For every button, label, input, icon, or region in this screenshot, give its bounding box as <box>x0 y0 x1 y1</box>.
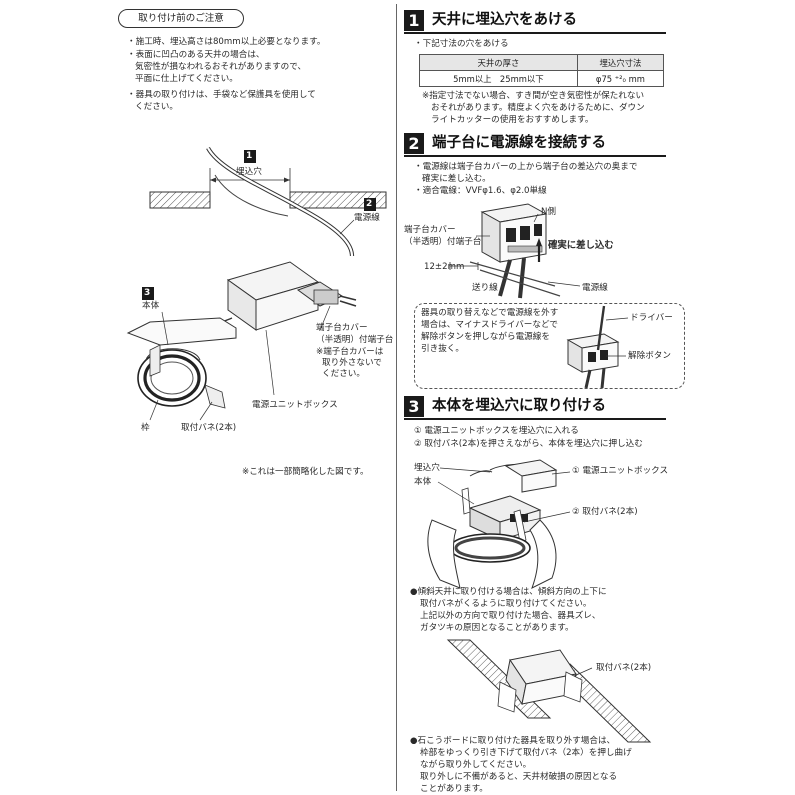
hole-size-table: 天井の厚さ 埋込穴寸法 5mm以上 25mm以下 φ75 ⁺²₀ mm <box>419 54 665 87</box>
step1-note: おそれがあります。精度よく穴をあけるために、ダウン <box>431 103 645 113</box>
label-hole: 埋込穴 <box>414 463 440 473</box>
caution-title: 取り付け前のご注意 <box>118 9 244 28</box>
slope-note-line: ●傾斜天井に取り付ける場合は、傾斜方向の上下に <box>410 587 607 597</box>
step3-title: 本体を埋込穴に取り付ける <box>432 398 606 414</box>
column-divider <box>396 4 398 791</box>
removal-line: ●石こうボードに取り付けた器具を取り外す場合は、 <box>410 736 616 746</box>
caution-line: ・施工時、埋込高さは80mm以上必要となります。 <box>127 37 326 47</box>
slope-note-line: 取付バネがくるように取り付けてください。 <box>420 599 592 609</box>
label-unitbox: ① 電源ユニットボックス <box>572 466 669 476</box>
step3-underline <box>404 418 666 420</box>
label-power-wire: 電源線 <box>582 283 608 293</box>
removal-note-line: 場合は、マイナスドライバーなどで <box>421 320 558 330</box>
slope-note-line: 上記以外の方向で取り付けた場合、器具ズレ、 <box>420 611 601 621</box>
removal-line: ことがあります。 <box>420 784 488 794</box>
label-spring: ② 取付バネ(2本) <box>572 507 638 517</box>
label-n-side: N側 <box>541 207 557 217</box>
label-body: 本体 <box>142 301 160 311</box>
step2-line: 確実に差し込む。 <box>422 174 491 184</box>
label-terminal: （半透明）付端子台 <box>404 237 482 247</box>
step2-number: 2 <box>404 133 424 154</box>
step1-underline <box>404 32 666 34</box>
step3-instruction: ② 取付バネ(2本)を押さえながら、本体を埋込穴に押し込む <box>414 439 643 449</box>
removal-line: 取り外しに不備があると、天井材破損の原因となる <box>420 772 618 782</box>
badge-3: 3 <box>144 288 151 298</box>
caution-line: ・表面に凹凸のある天井の場合は、 <box>127 50 265 60</box>
label-terminal: （半透明）付端子台 <box>316 335 394 345</box>
step1-title: 天井に埋込穴をあける <box>432 12 577 28</box>
label-terminal: 端子台カバー <box>316 323 368 333</box>
label-body: 本体 <box>414 477 432 487</box>
label-driver: ドライバー <box>630 313 673 323</box>
label-cable: 電源線 <box>354 213 380 223</box>
label-release-button: 解除ボタン <box>628 351 671 361</box>
label-unitbox: 電源ユニットボックス <box>252 400 338 410</box>
label-terminal-note: ※端子台カバーは <box>316 347 384 357</box>
label-terminal: 端子台カバー <box>404 225 456 235</box>
removal-note-line: 引き抜く。 <box>421 344 464 354</box>
label-spring: 取付バネ(2本) <box>596 663 652 673</box>
caution-line: ・器具の取り付けは、手袋など保護具を使用して <box>127 90 316 100</box>
removal-note-line: 解除ボタンを押しながら電源線を <box>421 332 550 342</box>
note-simplified: ※これは一部簡略化した図です。 <box>242 467 369 477</box>
removal-note-line: 器具の取り替えなどで電源線を外す <box>421 308 559 318</box>
step2-title: 端子台に電源線を接続する <box>432 135 606 151</box>
table-header: 埋込穴寸法 <box>576 54 665 71</box>
step2-line: ・電源線は端子台カバーの上から端子台の差込穴の奥まで <box>414 162 638 172</box>
step2-underline <box>404 155 666 157</box>
step1-number: 1 <box>404 10 424 31</box>
table-cell: 5mm以上 25mm以下 <box>419 70 578 87</box>
table-cell: φ75 ⁺²₀ mm <box>576 70 665 87</box>
label-hole: 埋込穴 <box>236 167 262 177</box>
badge-1: 1 <box>246 151 253 161</box>
step2-heading: 2 端子台に電源線を接続する <box>404 133 666 157</box>
step2-line: ・適合電線：VVFφ1.6、φ2.0単線 <box>414 186 547 196</box>
removal-line: 枠部をゆっくり引き下げて取付バネ（2本）を押し曲げ <box>420 748 632 758</box>
label-spring: 取付バネ(2本) <box>181 423 237 433</box>
label-terminal-note: 取り外さないで <box>322 358 382 368</box>
slope-note-line: ガタツキの原因となることがあります。 <box>420 623 574 633</box>
label-feed-wire: 送り線 <box>472 283 498 293</box>
step1-note: ライトカッターの使用をおすすめします。 <box>431 115 594 125</box>
step3-heading: 3 本体を埋込穴に取り付ける <box>404 396 666 420</box>
step1-intro: ・下記寸法の穴をあける <box>414 39 509 49</box>
label-insert-firmly: 確実に差し込む <box>548 240 614 251</box>
step1-heading: 1 天井に埋込穴をあける <box>404 10 666 34</box>
label-terminal-note: ください。 <box>322 369 365 379</box>
removal-line: ながら取り外してください。 <box>420 760 532 770</box>
step1-note: ※指定寸法でない場合、すき間が空き気密性が保たれない <box>422 91 645 101</box>
caution-line: 気密性が損なわれるおそれがありますので、 <box>135 62 307 72</box>
removal-note-box <box>414 303 685 389</box>
badge-2: 2 <box>366 199 373 209</box>
label-frame: 枠 <box>141 423 150 433</box>
label-strip-length: 12±2mm <box>424 262 465 272</box>
caution-line: 平面に仕上げてください。 <box>135 74 238 84</box>
caution-line: ください。 <box>135 102 178 112</box>
step3-instruction: ① 電源ユニットボックスを埋込穴に入れる <box>414 426 579 436</box>
step3-number: 3 <box>404 396 424 417</box>
